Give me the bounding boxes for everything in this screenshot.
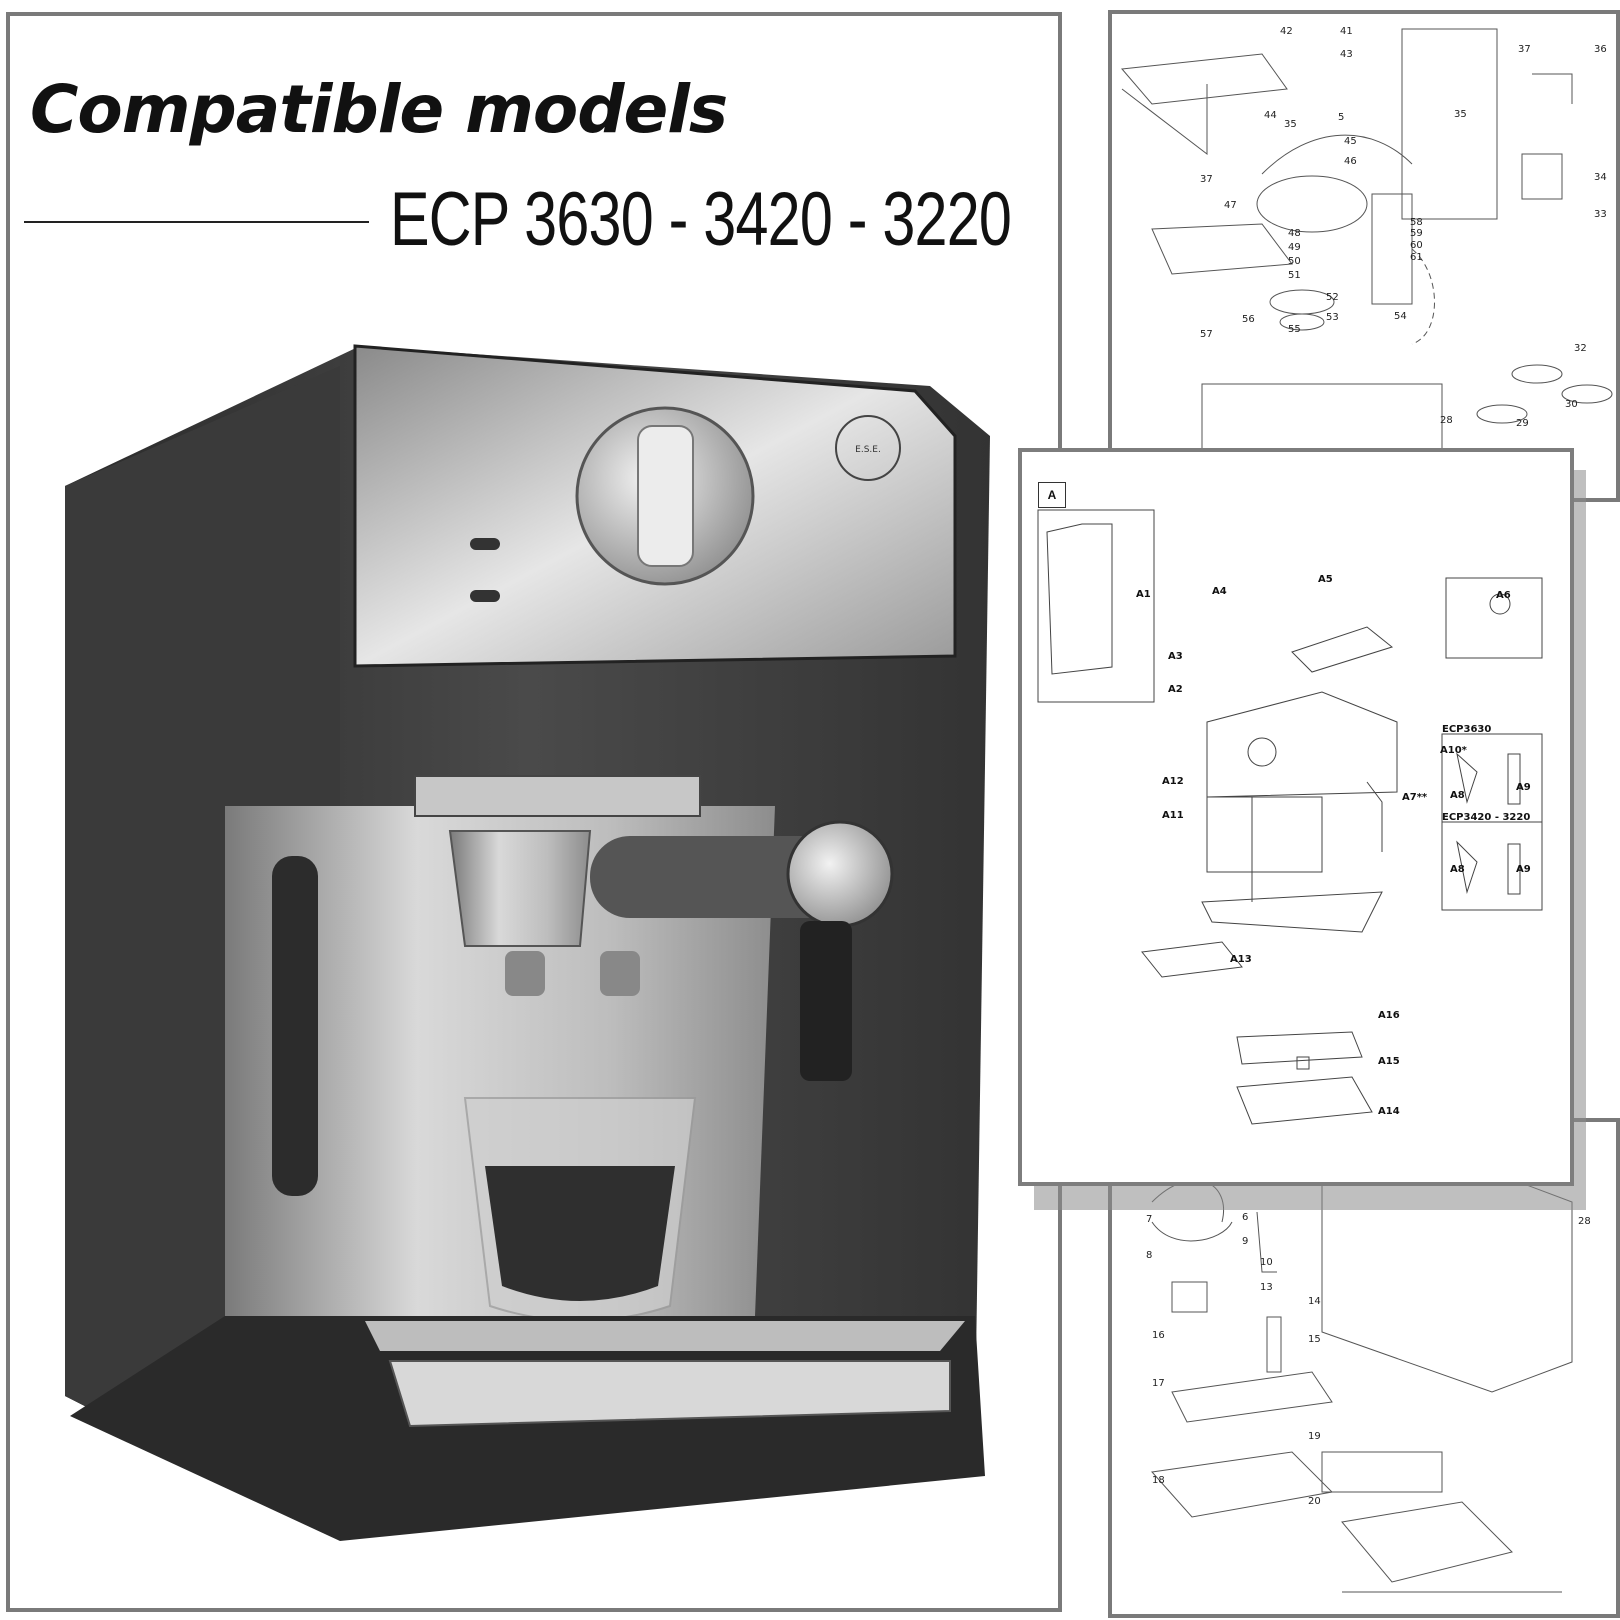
part-label: A9 xyxy=(1516,782,1531,793)
part-label: A4 xyxy=(1212,586,1227,597)
part-label: 44 xyxy=(1264,110,1277,121)
part-label: A2 xyxy=(1168,684,1183,695)
part-label: 51 xyxy=(1288,270,1301,281)
title-rule xyxy=(24,221,369,223)
part-label: 47 xyxy=(1224,200,1237,211)
part-label: 61 xyxy=(1410,252,1423,263)
part-label: A9 xyxy=(1516,864,1531,875)
part-label: 16 xyxy=(1152,1330,1165,1341)
part-label: 60 xyxy=(1410,240,1423,251)
part-label: 45 xyxy=(1344,136,1357,147)
part-label: 58 xyxy=(1410,217,1423,228)
part-label: A15 xyxy=(1378,1056,1400,1067)
part-label: 50 xyxy=(1288,256,1301,267)
part-label: 30 xyxy=(1565,399,1578,410)
part-label: A1 xyxy=(1136,589,1151,600)
part-label: 8 xyxy=(1146,1250,1152,1261)
part-label: 43 xyxy=(1340,49,1353,60)
part-label: 42 xyxy=(1280,26,1293,37)
part-label: 7 xyxy=(1146,1214,1152,1225)
section-label: A xyxy=(1038,482,1066,508)
part-label: A12 xyxy=(1162,776,1184,787)
part-label: 28 xyxy=(1440,415,1453,426)
espresso-machine-image: E.S.E. xyxy=(65,344,990,1541)
part-label: 36 xyxy=(1594,44,1607,55)
part-label: 13 xyxy=(1260,1282,1273,1293)
part-label: 35 xyxy=(1284,119,1297,130)
part-label: 54 xyxy=(1394,311,1407,322)
part-label: 59 xyxy=(1410,228,1423,239)
part-label: A8 xyxy=(1450,864,1465,875)
part-label: 6 xyxy=(1242,1212,1248,1223)
part-label: 10 xyxy=(1260,1257,1273,1268)
part-label: 20 xyxy=(1308,1496,1321,1507)
part-label: 29 xyxy=(1516,418,1529,429)
part-label: A6 xyxy=(1496,590,1511,601)
model-list: ECP 3630 - 3420 - 3220 xyxy=(390,177,1012,262)
part-label: A7** xyxy=(1402,792,1428,803)
svg-text:E.S.E.: E.S.E. xyxy=(855,445,881,455)
part-label: A10* xyxy=(1440,745,1468,756)
variant-title: ECP3630 xyxy=(1442,724,1491,735)
part-label: 34 xyxy=(1594,172,1607,183)
part-label: 37 xyxy=(1518,44,1531,55)
part-label: A5 xyxy=(1318,574,1333,585)
exploded-diagram-front: A xyxy=(1018,448,1574,1186)
product-panel: Compatible models ECP 3630 - 3420 - 3220 xyxy=(6,12,1062,1612)
part-label: 35 xyxy=(1454,109,1467,120)
variant-title: ECP3420 - 3220 xyxy=(1442,812,1530,823)
part-label: 19 xyxy=(1308,1431,1321,1442)
part-label: 28 xyxy=(1578,1216,1591,1227)
part-label: A16 xyxy=(1378,1010,1400,1021)
part-label: 5 xyxy=(1338,112,1344,123)
part-label: 17 xyxy=(1152,1378,1165,1389)
part-label: 52 xyxy=(1326,292,1339,303)
part-label: 9 xyxy=(1242,1236,1248,1247)
exploded-diagram-bottom-drawing: 5679810131415162817191820 xyxy=(1146,1141,1591,1593)
part-label: 49 xyxy=(1288,242,1301,253)
part-label: 48 xyxy=(1288,228,1301,239)
part-label: 53 xyxy=(1326,312,1339,323)
part-label: A13 xyxy=(1230,954,1252,965)
part-label: 55 xyxy=(1288,324,1301,335)
part-label: 37 xyxy=(1200,174,1213,185)
part-label: A11 xyxy=(1162,810,1184,821)
part-label: A8 xyxy=(1450,790,1465,801)
panel-title: Compatible models xyxy=(30,71,728,148)
part-label: 32 xyxy=(1574,343,1587,354)
part-label: 14 xyxy=(1308,1296,1321,1307)
part-label: 57 xyxy=(1200,329,1213,340)
part-label: 18 xyxy=(1152,1475,1165,1486)
part-label: A3 xyxy=(1168,651,1183,662)
part-label: 46 xyxy=(1344,156,1357,167)
part-label: 56 xyxy=(1242,314,1255,325)
part-label: 33 xyxy=(1594,209,1607,220)
part-label: 41 xyxy=(1340,26,1353,37)
part-label: A14 xyxy=(1378,1106,1400,1117)
part-label: 15 xyxy=(1308,1334,1321,1345)
